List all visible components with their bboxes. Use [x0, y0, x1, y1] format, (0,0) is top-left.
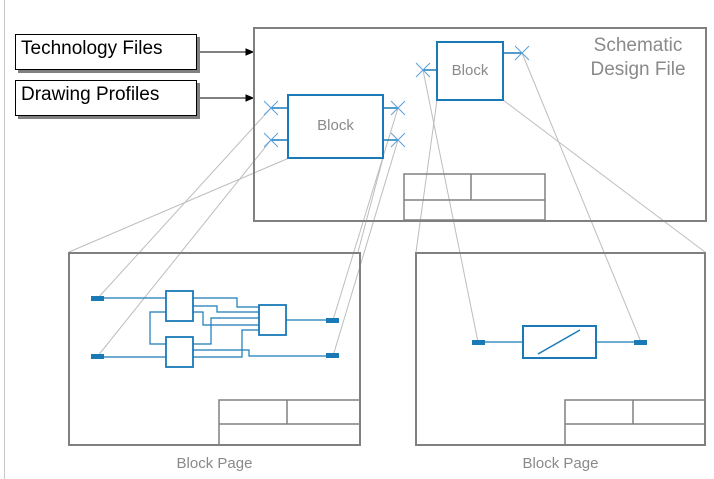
design-block-right — [415, 41, 530, 101]
zoom-connectors — [68, 52, 706, 358]
zoom-line-right-inner — [415, 99, 438, 253]
gate-circuit — [104, 290, 326, 368]
zoom-line-right-outer — [502, 99, 706, 253]
pin-link-5 — [422, 69, 479, 343]
drawing-profiles-label: Drawing Profiles — [21, 84, 160, 105]
switch-element — [472, 325, 647, 359]
pin-link-2 — [96, 139, 272, 358]
design-block-left — [263, 94, 406, 159]
zoom-line-left-outer — [68, 157, 290, 253]
zoom-line-left-inner — [357, 157, 384, 253]
technology-files-box: Technology Files — [15, 34, 197, 70]
pin-link-3 — [332, 107, 399, 321]
pin-in-3 — [472, 340, 485, 345]
block-page-left — [68, 252, 361, 446]
arrow-drawing-profiles — [245, 94, 255, 102]
arrow-technology-files — [245, 48, 255, 56]
block-right-label: Block — [451, 62, 489, 79]
pin-out-1 — [326, 318, 339, 323]
block-page-right — [415, 252, 706, 446]
pin-out-2 — [326, 353, 339, 358]
schematic-design-file-title: Schematic Design File — [578, 34, 698, 82]
design-file-frame — [253, 27, 707, 222]
pin-in-2 — [91, 354, 104, 359]
pin-out-3 — [634, 340, 647, 345]
left-divider — [4, 0, 5, 479]
input-arrows — [197, 48, 255, 102]
block-page-left-caption: Block Page — [176, 455, 253, 472]
pin-link-4 — [332, 139, 399, 357]
block-page-right-caption: Block Page — [522, 455, 599, 472]
schematic-title-line2: Design File — [590, 59, 686, 80]
schematic-title-line1: Schematic — [593, 35, 683, 56]
page-left-pins — [91, 296, 339, 359]
block-left-label: Block — [317, 117, 354, 134]
pin-link-1 — [96, 107, 272, 300]
drawing-profiles-box: Drawing Profiles — [15, 80, 197, 116]
pin-in-1 — [91, 296, 104, 301]
technology-files-label: Technology Files — [21, 38, 163, 59]
pin-link-6 — [521, 52, 642, 343]
